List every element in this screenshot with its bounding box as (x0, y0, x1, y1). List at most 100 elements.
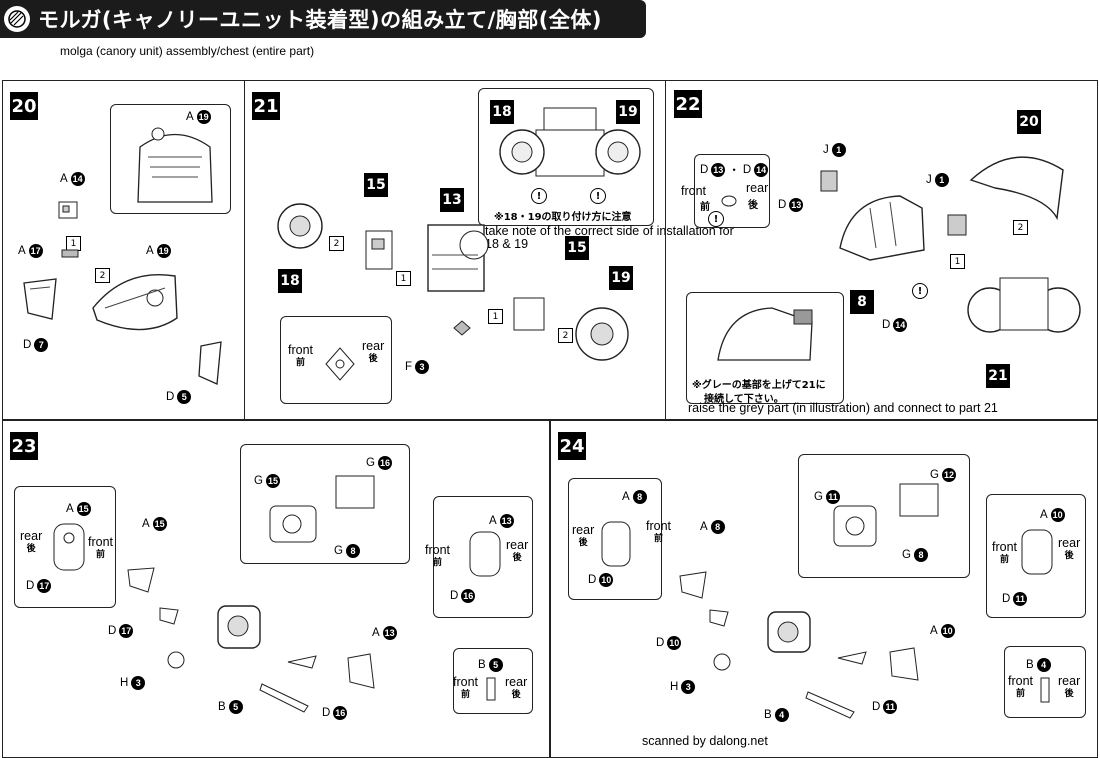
part-d17-main-drawing (159, 607, 179, 625)
detail-a15-drawing (53, 523, 85, 571)
step-22-panel (665, 80, 1098, 420)
shell-20-drawing (969, 156, 1064, 221)
part-d10-main-drawing (709, 609, 729, 627)
order-1: 1 (488, 309, 503, 324)
part-h3-drawing (167, 651, 185, 669)
order-2: 2 (95, 268, 110, 283)
order-2: 2 (329, 236, 344, 251)
part-18-badge-b: 18 (278, 269, 302, 293)
detail-b5-drawing (486, 677, 496, 701)
detail-b4-drawing (1040, 677, 1050, 703)
part-j1-drawing (820, 170, 838, 192)
detail-a13-drawing (469, 531, 501, 577)
warning-icon: ! (531, 188, 547, 204)
part-15-badge-b: 15 (565, 236, 589, 260)
step-22-note-jp-2: 接続して下さい。 (704, 394, 784, 405)
part-d11-main-drawing (837, 651, 867, 665)
part-a13-main-drawing (347, 653, 375, 689)
title-disc-icon (4, 6, 30, 32)
label-letter: A (186, 111, 194, 123)
part-19-badge-b: 19 (609, 266, 633, 290)
warning-icon: ! (590, 188, 606, 204)
title-bar: モルガ(キャノリーユニット装着型)の組み立て/胸部(全体) (0, 0, 646, 38)
part-15-right-drawing (513, 297, 545, 331)
core-13-drawing (427, 224, 489, 292)
scan-credit: scanned by dalong.net (642, 734, 768, 748)
part-f-detail-drawing (325, 347, 355, 381)
front-label: front (681, 184, 707, 198)
part-a8-main-drawing (679, 571, 707, 599)
part-d5-drawing (198, 341, 222, 385)
gear-18-drawing (277, 203, 323, 249)
part-15-badge: 15 (364, 173, 388, 197)
step-22-number: 22 (674, 90, 702, 118)
chest-assembly-top-drawing (499, 107, 641, 177)
step-24-center-detail (798, 454, 970, 578)
detail-a8-drawing (601, 521, 631, 567)
part-b4-main-drawing (805, 691, 855, 719)
front-label-jp: 前 (700, 202, 710, 213)
gear-19-drawing (575, 307, 629, 361)
step-22-note-drawing (717, 307, 813, 361)
detail-a10-drawing (1021, 529, 1053, 575)
step-24-number: 24 (558, 432, 586, 460)
page-title: モルガ(キャノリーユニット装着型)の組み立て/胸部(全体) (38, 8, 602, 32)
rear-label: rear (746, 181, 769, 195)
part-a14-drawing (58, 201, 78, 219)
part-19-badge: 19 (616, 100, 640, 124)
part-a19-detail-drawing (137, 127, 213, 203)
step-21-number: 21 (252, 92, 280, 120)
center-detail-drawing (269, 475, 375, 543)
part-20-badge: 20 (1017, 110, 1041, 134)
part-h3-drawing (713, 653, 731, 671)
part-a17-drawing (61, 249, 79, 258)
step-21-note-jp: ※18・19の取り付け方に注意 (494, 212, 632, 223)
step-22-note-en: raise the grey part (in illustration) an… (688, 401, 998, 415)
center-detail-drawing (833, 483, 939, 547)
part-d7-drawing (23, 278, 57, 320)
order-2: 2 (1013, 220, 1028, 235)
part-j1b-drawing (947, 214, 967, 236)
warning-icon: ! (912, 283, 928, 299)
part-d16-main-drawing (287, 655, 317, 669)
page-subtitle: molga (canory unit) assembly/chest (enti… (60, 44, 315, 58)
part-8-badge: 8 (850, 290, 874, 314)
part-f3-drawing (453, 320, 471, 336)
warning-icon: ! (708, 211, 724, 227)
part-15-left-drawing (365, 230, 393, 270)
